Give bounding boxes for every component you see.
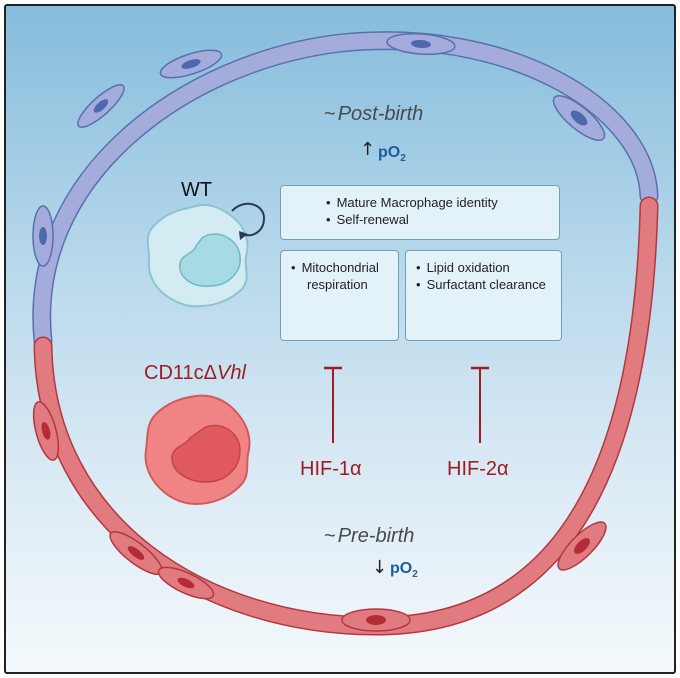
po2-decrease-label: pO2 [390,560,418,581]
wt-macrophage-cell [146,204,249,308]
identity-box: Mature Macrophage identity Self-renewal [280,185,560,240]
hif1-inhibitor-line [324,366,342,443]
blue-endothelial-cells [32,32,606,267]
red-endothelial-cells [32,401,607,632]
po2-increase-label: pO2 [378,144,406,165]
list-item: Self-renewal [326,211,559,228]
wt-label: WT [181,179,213,201]
list-item: Lipid oxidation [416,259,561,276]
list-item: Surfactant clearance [416,276,561,293]
diagram-artwork [32,31,659,636]
post-birth-label: ~Post-birth [324,103,424,125]
figure-frame: ~Post-birth ↑ pO2 WT Mature Macrophage i… [4,4,676,674]
pre-birth-label: ~Pre-birth [324,525,415,547]
hif2-label: HIF-2α [447,458,509,480]
list-item: Mature Macrophage identity [326,194,559,211]
mutant-macrophage-cell [144,394,251,506]
po2-up-arrow-icon: ↑ [360,139,376,160]
hif2-inhibitor-line [471,366,489,443]
hif1-label: HIF-1α [300,458,362,480]
mutant-label: CD11cΔVhl [144,362,246,384]
po2-down-arrow-icon: ↓ [372,557,388,578]
self-renewal-arrow-icon [231,202,266,237]
lipid-box: Lipid oxidation Surfactant clearance [405,250,562,341]
